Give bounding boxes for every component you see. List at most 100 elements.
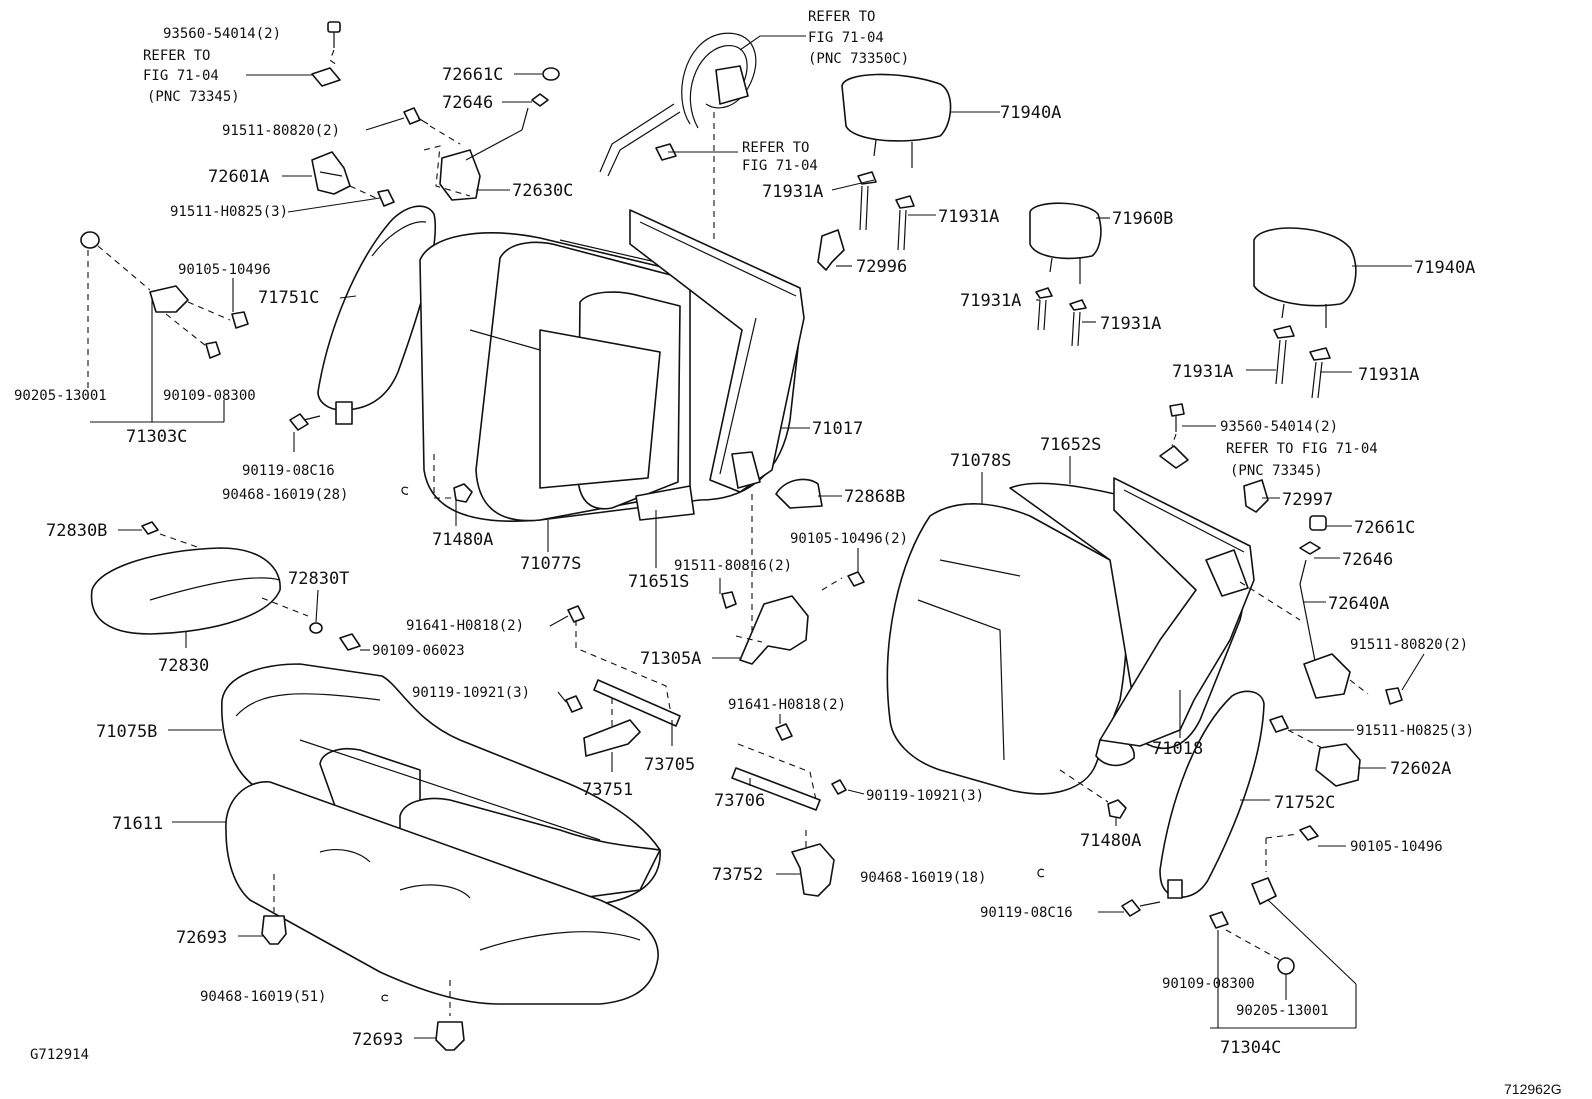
label-93560-54014-right: 93560-54014(2) (1220, 419, 1338, 435)
label-71752C: 71752C (1274, 793, 1335, 813)
side-trim-71752C-drawing (1159, 690, 1265, 899)
label-71751C: 71751C (258, 288, 319, 308)
bracket-71304C-drawing (1121, 825, 1319, 975)
label-73705: 73705 (644, 755, 695, 775)
label-71017: 71017 (812, 419, 863, 439)
label-71931A-3: 71931A (960, 291, 1021, 311)
clip-71480A-right-drawing (1059, 769, 1127, 819)
label-72601A: 72601A (208, 167, 269, 187)
label-fig-71-04-mid: FIG 71-04 (742, 158, 818, 174)
label-71931A-2: 71931A (938, 207, 999, 227)
label-71075B: 71075B (96, 722, 157, 742)
label-90109-08300-right: 90109-08300 (1162, 976, 1255, 992)
label-72640A: 72640A (1328, 594, 1389, 614)
headrest-guide-71931A-pair1-drawing (857, 171, 915, 251)
label-72997: 72997 (1282, 490, 1333, 510)
label-71611: 71611 (112, 814, 163, 834)
label-71931A-4: 71931A (1100, 314, 1161, 334)
side-trim-71751C-drawing (317, 205, 437, 425)
bracket-73705-drawing (565, 605, 681, 757)
frame-71018-drawing (1099, 477, 1255, 747)
label-90119-10921-right: 90119-10921(3) (866, 788, 984, 804)
label-72661C-left: 72661C (442, 65, 503, 85)
label-71077S: 71077S (520, 554, 581, 574)
label-71960B: 71960B (1112, 209, 1173, 229)
bracket-72602A-drawing (1269, 715, 1361, 787)
label-refer-to-1: REFER TO (143, 48, 210, 64)
label-g712914: G712914 (30, 1047, 89, 1063)
label-73752: 73752 (712, 865, 763, 885)
label-72868B: 72868B (844, 487, 905, 507)
label-91511-H0825-left: 91511-H0825(3) (170, 204, 288, 220)
hook-72868B-drawing (775, 478, 823, 509)
label-72646-left: 72646 (442, 93, 493, 113)
label-refer-to-mid: REFER TO (742, 140, 809, 156)
label-72602A: 72602A (1390, 759, 1451, 779)
label-93560-54014-top: 93560-54014(2) (163, 26, 281, 42)
headrest-71960B-drawing (1029, 202, 1102, 284)
headrest-guide-71931A-pair3-drawing (1273, 325, 1331, 399)
label-90119-08C16-right: 90119-08C16 (980, 905, 1073, 921)
label-72693-2: 72693 (352, 1030, 403, 1050)
label-712962G: 712962G (1504, 1081, 1562, 1097)
label-72996: 72996 (856, 257, 907, 277)
label-71940A-right: 71940A (1414, 258, 1475, 278)
label-73751: 73751 (582, 780, 633, 800)
label-fig-71-04-top: FIG 71-04 (808, 30, 884, 46)
label-72693-1: 72693 (176, 928, 227, 948)
label-71305A: 71305A (640, 649, 701, 669)
label-90105-10496-2: 90105-10496(2) (790, 531, 908, 547)
label-pnc-73345-1: (PNC 73345) (147, 89, 240, 105)
clip-71480A-left-drawing (433, 454, 473, 503)
label-90109-06023: 90109-06023 (372, 643, 465, 659)
label-71078S: 71078S (950, 451, 1011, 471)
label-71480A-left: 71480A (432, 530, 493, 550)
label-pnc-73345-right: (PNC 73345) (1230, 463, 1323, 479)
bolt-93560-drawing (311, 21, 341, 87)
clip-72997-drawing (1243, 479, 1269, 513)
label-90468-16019-28: 90468-16019(28) (222, 487, 348, 503)
bolt-93560-right-drawing (1159, 403, 1189, 469)
leader-lines (90, 35, 1425, 1039)
label-90205-13001-right: 90205-13001 (1236, 1003, 1329, 1019)
lock-72640A-drawing (1239, 515, 1403, 705)
label-71304C: 71304C (1220, 1038, 1281, 1058)
label-71931A-6: 71931A (1358, 365, 1419, 385)
seat-frame-71611-drawing (225, 781, 659, 1005)
label-72830T: 72830T (288, 569, 349, 589)
bracket-73706-drawing (731, 723, 847, 897)
label-90468-16019-51: 90468-16019(51) (200, 989, 326, 1005)
label-90109-08300-left: 90109-08300 (163, 388, 256, 404)
label-73706: 73706 (714, 791, 765, 811)
bracket-72601A-drawing (311, 151, 395, 207)
label-91641-H0818-1: 91641-H0818(2) (406, 618, 524, 634)
lock-72630C-drawing (423, 67, 560, 201)
label-91641-H0818-2: 91641-H0818(2) (728, 697, 846, 713)
clip-72693-2-drawing (435, 980, 465, 1051)
label-71651S: 71651S (628, 572, 689, 592)
label-72646-right: 72646 (1342, 550, 1393, 570)
label-pnc-73350C: (PNC 73350C) (808, 51, 909, 67)
bracket-71303C-drawing (80, 231, 249, 400)
label-71480A-right: 71480A (1080, 831, 1141, 851)
label-91511-H0825-right: 91511-H0825(3) (1356, 723, 1474, 739)
bracket-71305A-drawing (721, 571, 865, 665)
label-90205-13001-left: 90205-13001 (14, 388, 107, 404)
label-71931A-1: 71931A (762, 182, 823, 202)
bolt-91511-80820-left-drawing (403, 107, 461, 145)
label-90119-08C16-left: 90119-08C16 (242, 463, 335, 479)
seatback-71077S-drawing (419, 232, 801, 522)
clip-72996-drawing (817, 229, 845, 271)
part-labels: 93560-54014(2) REFER TO FIG 71-04 (PNC 7… (14, 9, 1562, 1097)
label-72830: 72830 (158, 656, 209, 676)
label-90105-10496-left: 90105-10496 (178, 262, 271, 278)
headrest-71940A-right-drawing (1253, 227, 1357, 328)
label-90105-10496-right: 90105-10496 (1350, 839, 1443, 855)
frame-71017-drawing (629, 209, 805, 640)
label-fig-71-04-1: FIG 71-04 (143, 68, 219, 84)
screw-90468-51-drawing (381, 994, 389, 1002)
label-72661C-right: 72661C (1354, 518, 1415, 538)
label-71018: 71018 (1152, 739, 1203, 759)
bolt-90119-08C16-left-drawing (289, 413, 321, 431)
